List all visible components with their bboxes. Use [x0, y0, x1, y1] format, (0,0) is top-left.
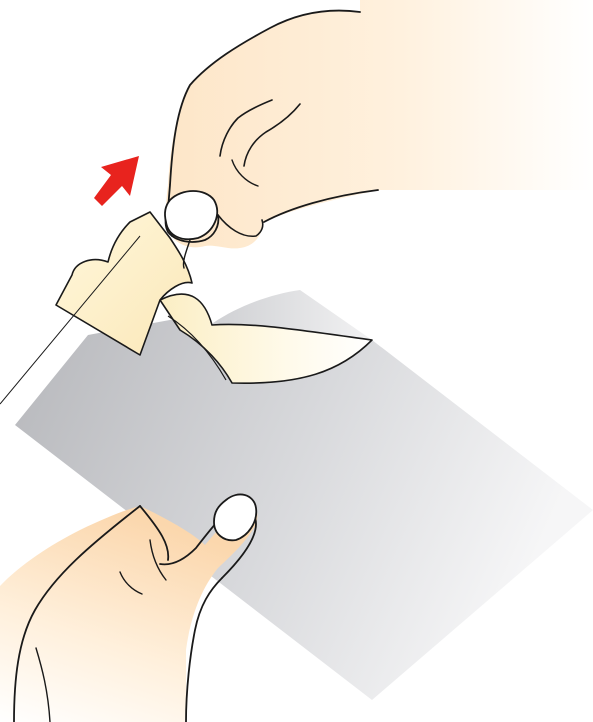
lower-hand [0, 494, 257, 722]
thumbnail [165, 191, 217, 239]
arrow-up-right-icon [94, 156, 139, 206]
upper-hand-body [166, 0, 593, 248]
upper-hand [165, 0, 593, 268]
lower-hand-body [0, 504, 257, 722]
